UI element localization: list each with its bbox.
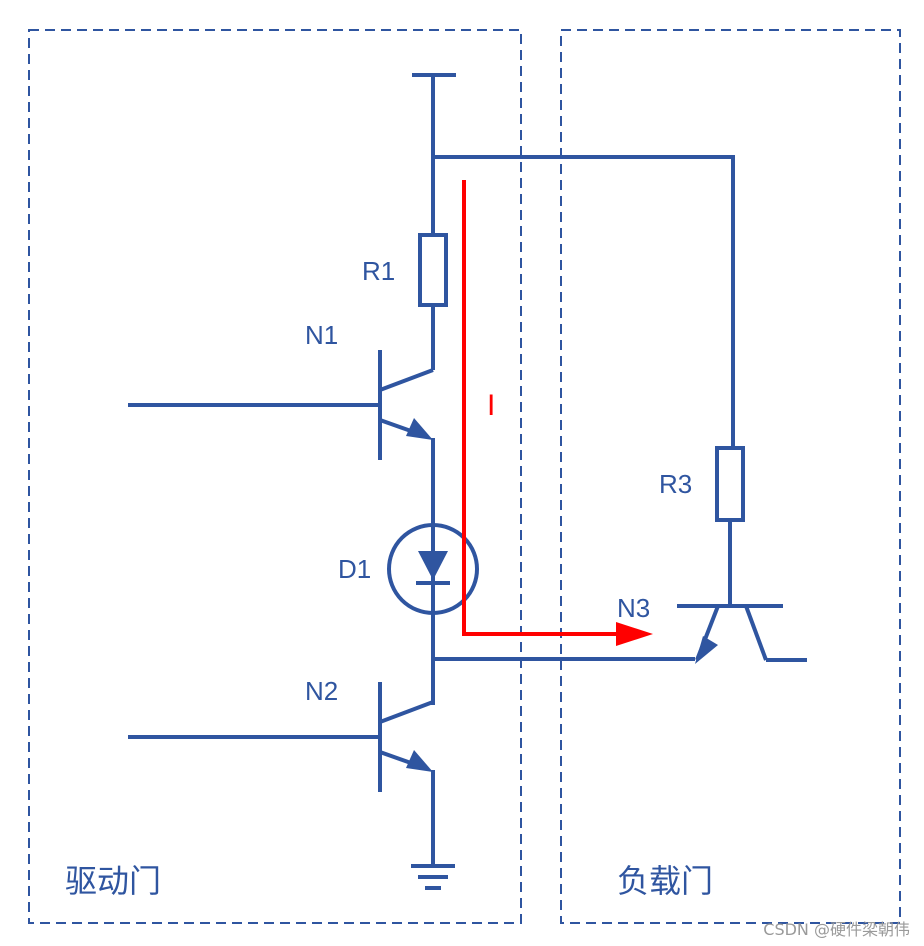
load-gate-label: 负载门 [617, 862, 713, 900]
current-arrow-icon [616, 622, 653, 646]
r1-label: R1 [362, 256, 395, 286]
r1-resistor [418, 233, 448, 307]
n1-label: N1 [305, 320, 338, 350]
n1-transistor [128, 350, 434, 460]
r3-label: R3 [659, 469, 692, 499]
n3-transistor [677, 604, 807, 664]
n2-transistor [128, 682, 434, 792]
ground-icon [411, 864, 455, 890]
current-label: I [487, 389, 495, 422]
d1-label: D1 [338, 554, 371, 584]
n3-label: N3 [617, 593, 650, 623]
wire-vcc-r3 [433, 155, 735, 448]
driver-gate-label: 驱动门 [65, 862, 161, 900]
current-path [462, 180, 653, 646]
n2-label: N2 [305, 676, 338, 706]
watermark: CSDN @硬件梁朝伟 [763, 920, 910, 939]
driver-gate-box [28, 29, 522, 924]
r3-resistor [715, 446, 745, 522]
load-gate-box [560, 29, 901, 924]
